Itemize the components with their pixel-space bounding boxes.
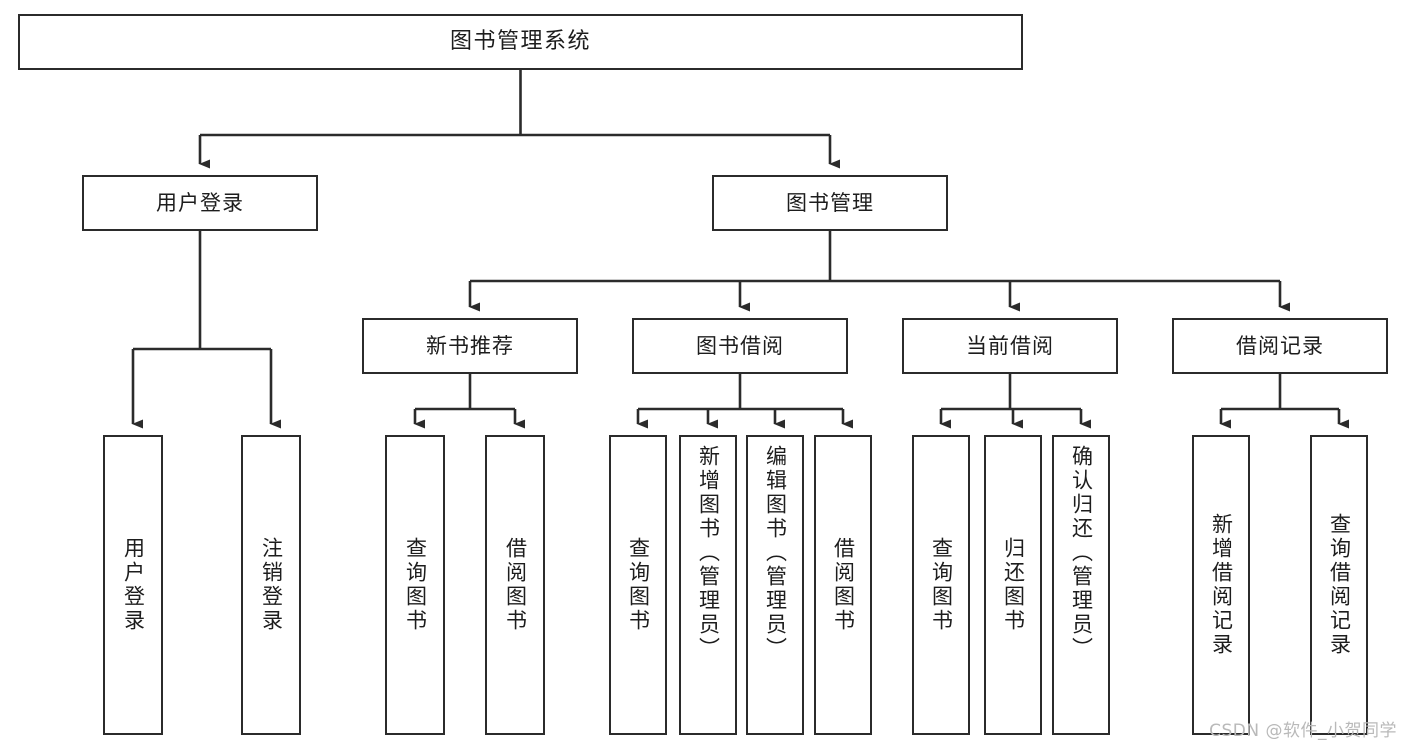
node-leaf-rc1[interactable]: 新增借阅记录 [1192,435,1250,735]
node-borrow[interactable]: 图书借阅 [632,318,848,374]
node-leaf-br4[interactable]: 借阅图书 [814,435,872,735]
node-records[interactable]: 借阅记录 [1172,318,1388,374]
node-label: 新增图书（管理员） [696,445,721,661]
node-leaf-rc2[interactable]: 查询借阅记录 [1310,435,1368,735]
node-login[interactable]: 用户登录 [82,175,318,231]
node-label: 用户登录 [121,537,146,633]
node-leaf-nb1[interactable]: 查询图书 [385,435,445,735]
node-label: 查询借阅记录 [1327,513,1352,657]
node-newbook[interactable]: 新书推荐 [362,318,578,374]
node-label: 新增借阅记录 [1209,513,1234,657]
node-label: 注销登录 [259,537,284,633]
node-leaf-cu2[interactable]: 归还图书 [984,435,1042,735]
node-label: 确认归还（管理员） [1069,445,1094,661]
node-leaf-br2[interactable]: 新增图书（管理员） [679,435,737,735]
node-label: 借阅图书 [831,537,856,633]
node-label: 图书管理系统 [449,29,591,55]
node-label: 图书管理 [786,190,874,215]
node-leaf-br1[interactable]: 查询图书 [609,435,667,735]
node-label: 用户登录 [156,190,244,215]
node-label: 新书推荐 [426,333,514,358]
node-leaf-nb2[interactable]: 借阅图书 [485,435,545,735]
node-label: 归还图书 [1001,537,1026,633]
node-label: 查询图书 [929,537,954,633]
node-label: 查询图书 [403,537,428,633]
node-label: 编辑图书（管理员） [763,445,788,661]
node-current[interactable]: 当前借阅 [902,318,1118,374]
node-bookmgmt[interactable]: 图书管理 [712,175,948,231]
node-label: 图书借阅 [696,333,784,358]
node-label: 当前借阅 [966,333,1054,358]
node-leaf-cu1[interactable]: 查询图书 [912,435,970,735]
node-leaf-login1[interactable]: 用户登录 [103,435,163,735]
node-leaf-login2[interactable]: 注销登录 [241,435,301,735]
node-label: 借阅记录 [1236,333,1324,358]
node-label: 借阅图书 [503,537,528,633]
node-label: 查询图书 [626,537,651,633]
node-root[interactable]: 图书管理系统 [18,14,1023,70]
node-leaf-cu3[interactable]: 确认归还（管理员） [1052,435,1110,735]
node-leaf-br3[interactable]: 编辑图书（管理员） [746,435,804,735]
